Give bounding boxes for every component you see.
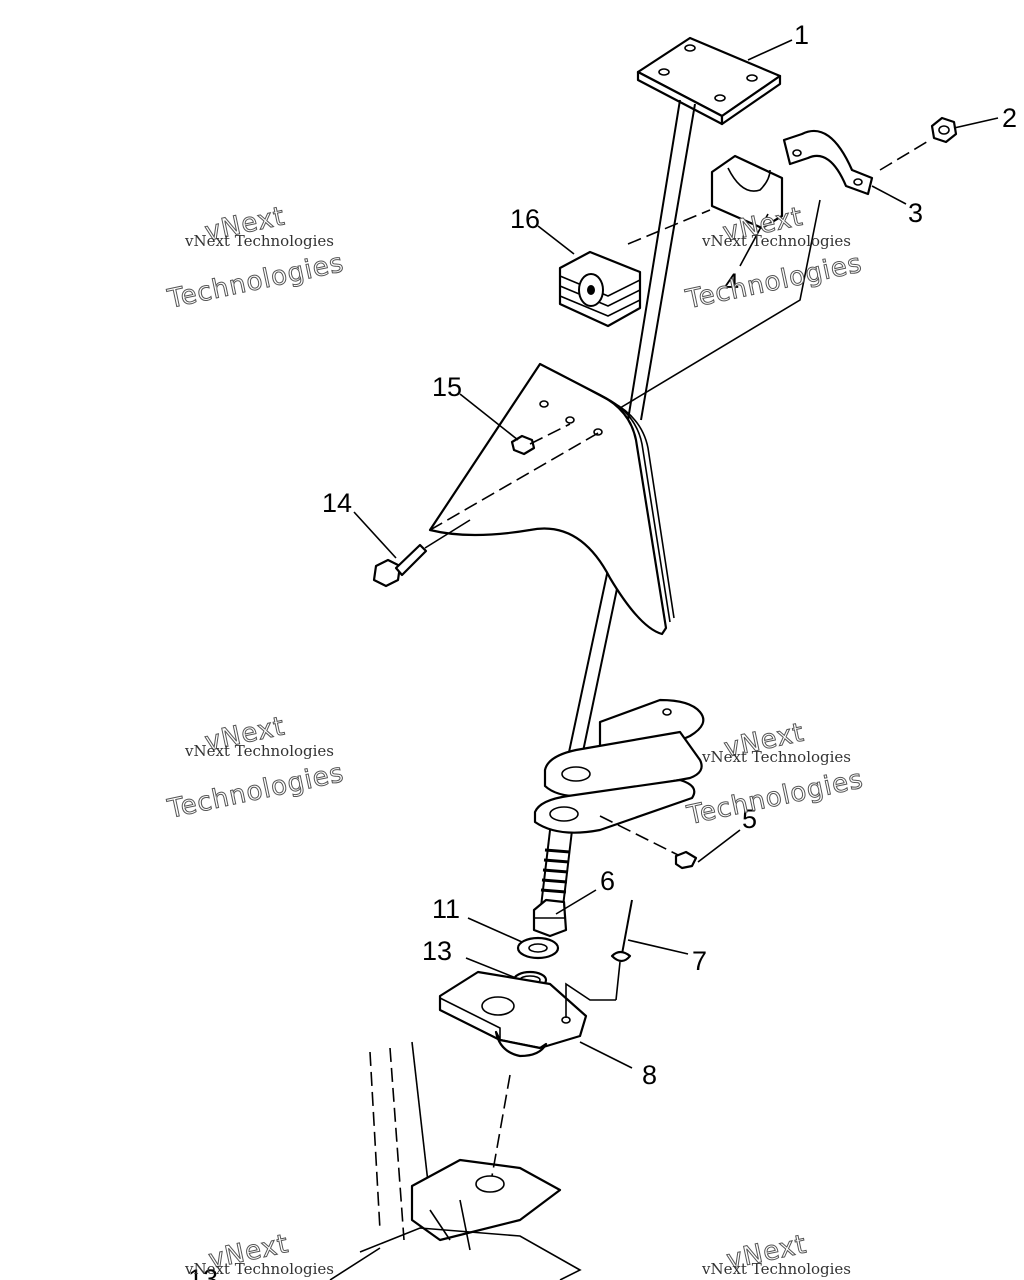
callout-8: 8 (642, 1060, 657, 1090)
watermark-top-left: vNext vNext Technologies Technologies (164, 201, 347, 316)
part-5-screw (674, 850, 698, 870)
callout-13-bottom: 13 (188, 1264, 218, 1280)
svg-text:vNext Technologies: vNext Technologies (701, 1260, 851, 1278)
part-14-bolt (372, 519, 471, 588)
steering-column-cover (428, 362, 675, 636)
svg-text:vNext Technologies: vNext Technologies (701, 232, 851, 250)
part-8-bearing-plate (438, 970, 588, 1058)
watermark-bottom-left: vNext vNext Technologies (184, 1228, 334, 1278)
watermark-bottom-right: vNext vNext Technologies (701, 1229, 851, 1278)
svg-text:Technologies: Technologies (165, 758, 347, 825)
svg-text:Technologies: Technologies (165, 248, 347, 315)
callout-1: 1 (794, 20, 809, 50)
part-6-u-joint (532, 898, 568, 938)
callout-5: 5 (742, 804, 757, 834)
callout-7: 7 (692, 946, 707, 976)
svg-text:vNext Technologies: vNext Technologies (184, 742, 334, 760)
callout-4: 4 (724, 268, 739, 298)
watermark-mid-left: vNext vNext Technologies Technologies (164, 711, 347, 826)
part-3-u-clamp (782, 129, 874, 196)
callout-16: 16 (510, 204, 540, 234)
callout-2: 2 (1002, 103, 1017, 133)
callout-11: 11 (432, 894, 460, 924)
callout-15: 15 (432, 372, 462, 402)
leader-lines (353, 39, 999, 1069)
callout-14: 14 (322, 488, 352, 518)
callout-6: 6 (600, 866, 615, 896)
callout-3: 3 (908, 198, 923, 228)
svg-text:vNext Technologies: vNext Technologies (701, 748, 851, 766)
part-16-rubber-block (558, 250, 642, 328)
part-11-washer (516, 936, 560, 960)
part-7-pin (610, 899, 633, 1001)
lower-support-bracket (533, 698, 705, 834)
svg-text:Technologies: Technologies (683, 249, 865, 316)
svg-text:vNext Technologies: vNext Technologies (184, 232, 334, 250)
callout-13: 13 (422, 936, 452, 966)
part-2-nut (930, 116, 958, 144)
watermark-top-right: vNext vNext Technologies Technologies (682, 201, 865, 316)
svg-text:Technologies: Technologies (684, 764, 866, 831)
part-1-top-plate (636, 36, 782, 126)
svg-text:vNext Technologies: vNext Technologies (184, 1260, 334, 1278)
lower-frame (329, 1041, 582, 1280)
part-4-bushing (710, 154, 784, 230)
